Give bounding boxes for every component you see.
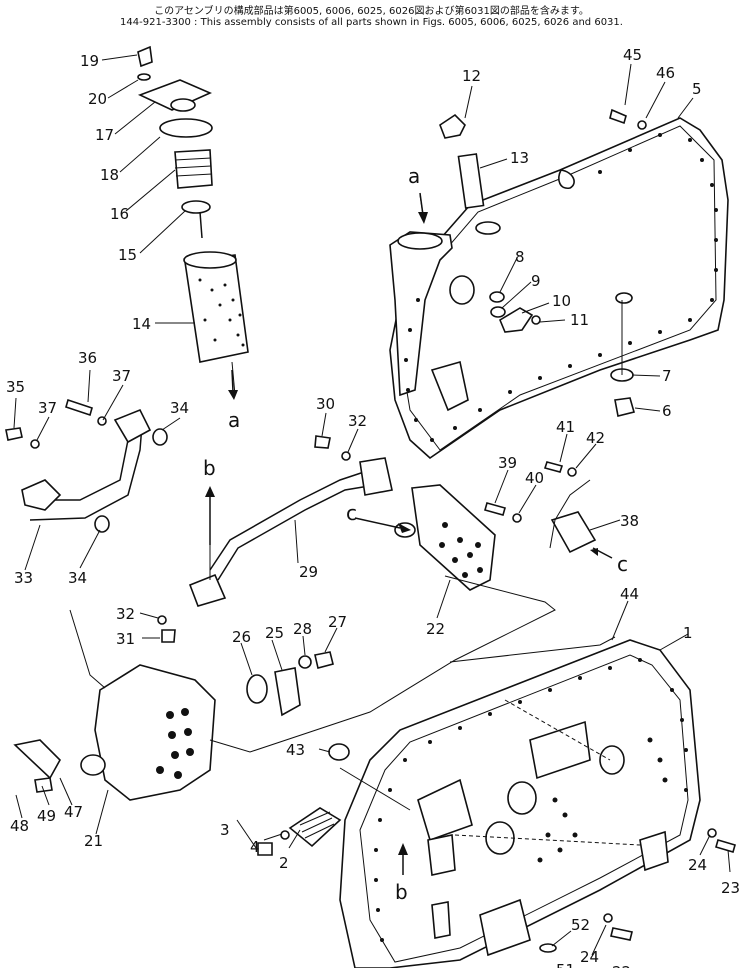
callout-37a: 37 [112,367,131,385]
callout-1: 1 [683,624,693,642]
guide-lines [69,194,641,846]
callout-39: 39 [498,454,517,472]
view-letter-a-top: a [408,164,420,188]
callout-25: 25 [265,624,284,642]
view-letter-a-filter: a [228,408,240,432]
pipe-drawing [21,408,393,607]
callout-49: 49 [37,807,56,825]
callout-34b: 34 [68,569,87,587]
drain-plug-drawing [610,292,635,417]
callout-32b: 32 [116,605,135,623]
callout-6: 6 [662,402,672,420]
flange-parts-drawing [246,651,334,717]
callout-34a: 34 [170,399,189,417]
callout-22: 22 [426,620,445,638]
callout-22b: 22 [612,963,631,968]
callout-9: 9 [531,272,541,290]
callout-48: 48 [10,817,29,835]
callout-40: 40 [525,469,544,487]
callout-7: 7 [662,367,672,385]
callout-5: 5 [692,80,702,98]
cover-38-drawing [550,511,597,554]
callout-13: 13 [510,149,529,167]
callout-35: 35 [6,378,25,396]
callout-19: 19 [80,52,99,70]
callout-36: 36 [78,349,97,367]
view-letter-c-cover: c [617,552,628,576]
callout-42: 42 [586,429,605,447]
callout-41: 41 [556,418,575,436]
callout-47: 47 [64,803,83,821]
callout-2: 2 [279,854,289,872]
callout-44: 44 [620,585,639,603]
callout-26: 26 [232,628,251,646]
callout-31: 31 [116,630,135,648]
callout-20: 20 [88,90,107,108]
callout-46: 46 [656,64,675,82]
callout-21: 21 [84,832,103,850]
callout-51: 51 [556,961,575,968]
callout-32a: 32 [348,412,367,430]
callout-16: 16 [110,205,129,223]
callout-28: 28 [293,620,312,638]
callout-17: 17 [95,126,114,144]
header-japanese-note: このアセンブリの構成部品は第6005, 6006, 6025, 6026図および… [154,6,589,17]
callout-12: 12 [462,67,481,85]
view-letter-b-pipe: b [203,456,216,480]
callout-29: 29 [299,563,318,581]
callout-38: 38 [620,512,639,530]
lower-tank-drawing [339,639,701,968]
callout-27: 27 [328,613,347,631]
callout-11: 11 [570,311,589,329]
callout-24a: 24 [688,856,707,874]
callout-24b: 24 [580,948,599,966]
callout-labels: 19 20 17 18 16 15 14 12 13 45 46 5 8 9 1… [6,46,740,968]
callout-37b: 37 [38,399,57,417]
filter-stack-drawing [137,45,249,363]
callout-52: 52 [571,916,590,934]
view-letter-c-valve: c [346,501,357,525]
callout-15: 15 [118,246,137,264]
valve-assembly-drawing [13,664,216,801]
callout-45: 45 [623,46,642,64]
view-arrows [205,192,613,875]
header-assembly-note: 144-921-3300 : This assembly consists of… [120,17,623,28]
callout-30: 30 [316,395,335,413]
callout-43: 43 [286,741,305,759]
upper-tank-drawing [389,117,729,460]
view-letters: a a b c c b [203,164,628,904]
callout-14: 14 [132,315,151,333]
callout-4: 4 [250,838,260,856]
leader-lines [13,54,731,956]
cover-plate-drawing [489,291,541,333]
grid-cover-drawing [288,743,350,848]
callout-23: 23 [721,879,740,897]
callout-18: 18 [100,166,119,184]
cap-and-strainer-drawing [439,113,485,209]
callout-3: 3 [220,821,230,839]
valve-block-drawing [394,484,496,591]
callout-8: 8 [515,248,525,266]
callout-10: 10 [552,292,571,310]
callout-33: 33 [14,569,33,587]
view-letter-b-tank: b [395,880,408,904]
